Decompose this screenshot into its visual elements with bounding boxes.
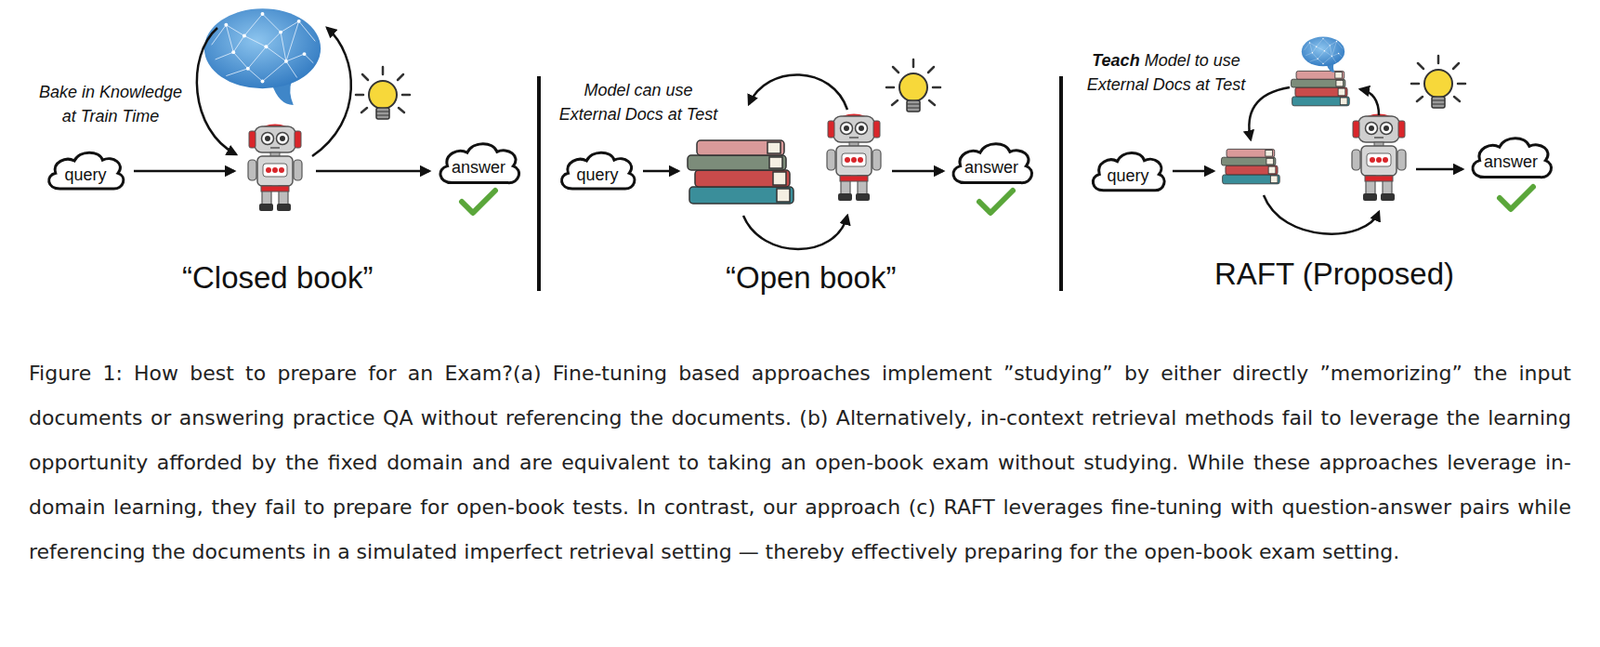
panel-title: “Open book” [725, 260, 896, 296]
panel-title: RAFT (Proposed) [1214, 256, 1455, 292]
robot-icon [1351, 115, 1406, 201]
lightbulb-icon [355, 66, 410, 119]
cloud-node: query [42, 146, 129, 194]
cloud-path [49, 152, 124, 189]
node-text: answer [964, 148, 1019, 178]
panel-title: “Closed book” [182, 260, 373, 296]
path-part [1248, 87, 1290, 140]
check-icon [461, 190, 496, 213]
node-text: query [64, 156, 106, 185]
path-part [748, 74, 848, 110]
path-part [1416, 168, 1463, 171]
path-part [743, 215, 848, 250]
path-part [1360, 89, 1379, 116]
label-group: TeachModel to use External Docs at Test [1068, 48, 1264, 97]
cloud-node: query [1087, 146, 1169, 196]
annotation-text: Model can use External Docs at Test [554, 78, 722, 127]
cloud-path [439, 144, 519, 184]
flow-arrows [1172, 87, 1463, 235]
panel-divider [537, 76, 541, 291]
brain-icon [204, 8, 321, 105]
path-part [315, 170, 430, 173]
cloud-path [952, 144, 1032, 184]
cloud-path [1092, 152, 1165, 190]
cloud-node: answer [433, 137, 525, 188]
figure-caption: Figure 1: How best to prepare for an Exa… [28, 351, 1572, 575]
cloud-node: answer [946, 137, 1037, 188]
path-part [133, 170, 235, 173]
path-part [312, 27, 352, 157]
cloud-path [1471, 138, 1551, 178]
panel-divider [1059, 76, 1063, 291]
cloud-path [561, 152, 634, 189]
books-icon [1221, 148, 1281, 184]
brain-icon [1301, 36, 1345, 72]
check-icon [1499, 186, 1534, 210]
path-part [1263, 195, 1379, 235]
robot-icon [248, 125, 302, 211]
node-text: query [1106, 157, 1149, 186]
path-part [196, 27, 237, 155]
lightbulb-icon [886, 59, 941, 112]
path-part [1172, 170, 1214, 173]
cloud-node: answer [1466, 131, 1557, 183]
annotation-text: Bake in Knowledge at Train Time [36, 79, 185, 129]
check-icon [979, 190, 1013, 213]
books-icon [1291, 70, 1351, 105]
path-part [891, 170, 944, 173]
cloud-node: query [555, 146, 640, 194]
robot-icon [826, 115, 881, 201]
lightbulb-icon [1411, 55, 1466, 108]
books-icon [687, 140, 794, 204]
node-text: answer [451, 148, 506, 178]
node-text: query [576, 156, 618, 185]
flow-arrows [642, 74, 944, 250]
path-part [642, 170, 679, 173]
node-text: answer [1483, 143, 1538, 172]
annotation-text: Teach [1091, 51, 1140, 70]
